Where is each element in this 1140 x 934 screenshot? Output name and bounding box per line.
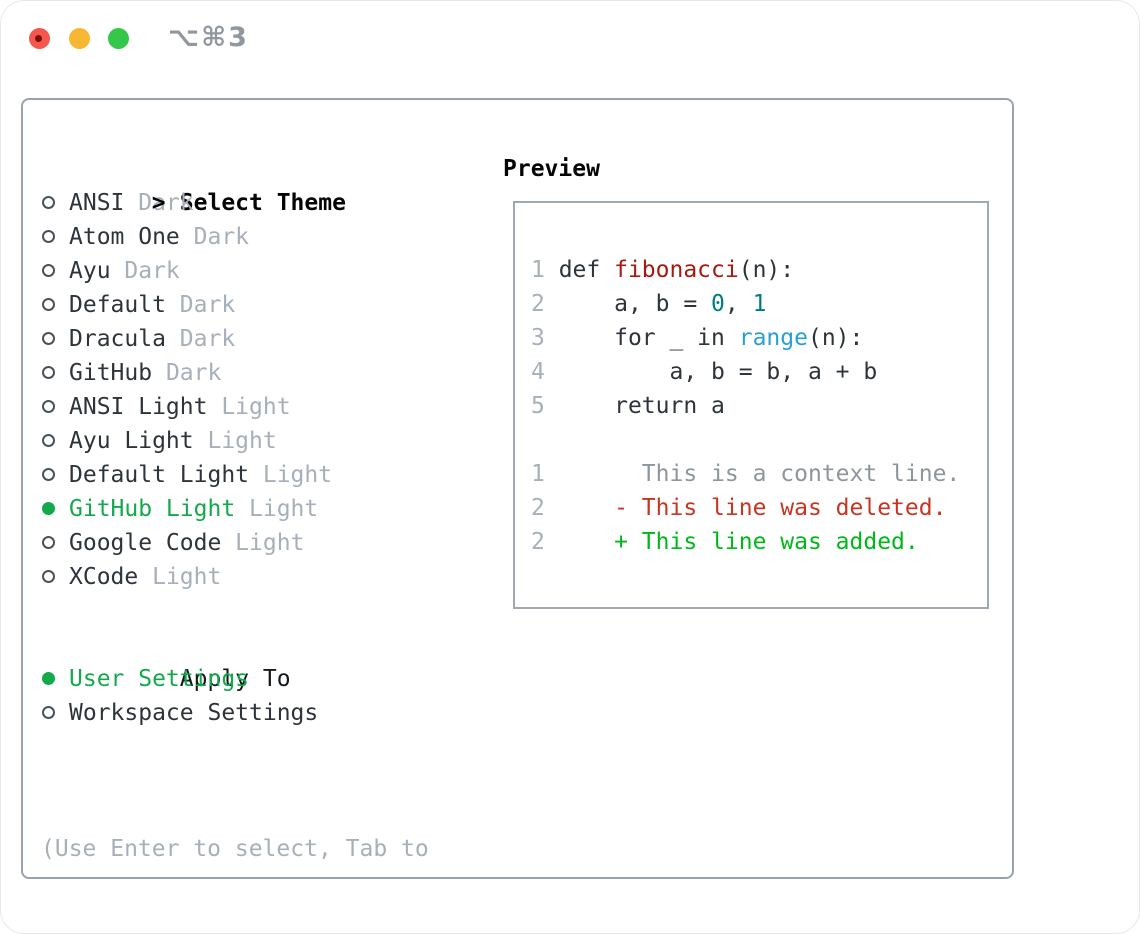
theme-option-label: Ayu: [69, 258, 111, 284]
theme-option-default[interactable]: Default Dark: [41, 288, 429, 322]
select-theme-title: Select Theme: [179, 190, 346, 216]
radio-icon: [41, 322, 69, 356]
theme-option-atom-one[interactable]: Atom One Dark: [41, 220, 429, 254]
theme-option-label: ANSI Light: [69, 394, 208, 420]
preview-line: 2 a, b = 0, 1: [531, 291, 767, 317]
window-title: ⌥⌘3: [168, 22, 249, 53]
preview-line: 5 return a: [531, 393, 725, 419]
theme-variant: Light: [221, 530, 305, 556]
selection-pointer-icon: >: [151, 190, 166, 216]
theme-option-ayu[interactable]: Ayu Dark: [41, 254, 429, 288]
select-theme-header: > Select Theme: [41, 152, 429, 216]
apply-option-label: Workspace Settings: [69, 700, 319, 726]
apply-option-workspace-settings[interactable]: Workspace Settings: [41, 696, 429, 730]
theme-option-default-light[interactable]: Default Light Light: [41, 458, 429, 492]
apply-to-title: Apply To: [179, 666, 291, 692]
radio-icon: [41, 560, 69, 594]
theme-variant: Dark: [110, 258, 180, 284]
theme-option-xcode[interactable]: XCode Light: [41, 560, 429, 594]
theme-option-ansi[interactable]: ANSI Dark: [41, 186, 429, 220]
theme-variant: Light: [193, 428, 277, 454]
theme-option-label: ANSI: [69, 190, 125, 216]
theme-option-label: Default Light: [69, 462, 250, 488]
theme-option-label: Dracula: [69, 326, 166, 352]
preview-line: 1 This is a context line.: [531, 461, 961, 487]
theme-variant: Light: [138, 564, 222, 590]
preview-line: 2 - This line was deleted.: [531, 495, 947, 521]
preview-line: 1 def fibonacci(n):: [531, 257, 795, 283]
radio-icon: [41, 254, 69, 288]
preview-code: 1 def fibonacci(n): 2 a, b = 0, 1 3 for _ …: [531, 253, 987, 559]
radio-icon: [41, 526, 69, 560]
hint-text: (Use Enter to select, Tab to change focu…: [41, 764, 429, 933]
theme-variant: Light: [235, 496, 319, 522]
theme-option-label: Atom One: [69, 224, 180, 250]
theme-option-label: GitHub: [69, 360, 153, 386]
theme-variant: Dark: [179, 224, 250, 250]
theme-variant: Light: [249, 462, 333, 488]
theme-variant: Dark: [165, 326, 236, 352]
minimize-button[interactable]: [69, 28, 90, 49]
theme-option-label: Default: [69, 292, 166, 318]
theme-variant: Dark: [165, 292, 236, 318]
theme-option-label: GitHub Light: [69, 496, 236, 522]
radio-icon: [41, 424, 69, 458]
radio-selected-icon: [41, 492, 69, 526]
theme-option-google-code[interactable]: Google Code Light: [41, 526, 429, 560]
theme-option-ayu-light[interactable]: Ayu Light Light: [41, 424, 429, 458]
preview-box: 1 def fibonacci(n): 2 a, b = 0, 1 3 for _ …: [513, 201, 989, 609]
preview-heading: Preview: [503, 156, 600, 182]
preview-line: 3 for _ in range(n):: [531, 325, 864, 351]
close-button[interactable]: [29, 28, 50, 49]
theme-option-github[interactable]: GitHub Dark: [41, 356, 429, 390]
radio-icon: [41, 458, 69, 492]
apply-option-label: User Settings: [69, 666, 250, 692]
preview-line: [531, 423, 987, 457]
apply-option-user-settings[interactable]: User Settings: [41, 662, 429, 696]
theme-option-dracula[interactable]: Dracula Dark: [41, 322, 429, 356]
theme-option-label: XCode: [69, 564, 139, 590]
preview-line: 2 + This line was added.: [531, 529, 919, 555]
radio-icon: [41, 696, 69, 730]
theme-variant: Dark: [152, 360, 222, 386]
preview-line: 4 a, b = b, a + b: [531, 359, 878, 385]
theme-variant: Dark: [124, 190, 194, 216]
theme-option-label: Google Code: [69, 530, 222, 556]
radio-icon: [41, 390, 69, 424]
radio-icon: [41, 288, 69, 322]
radio-icon: [41, 220, 69, 254]
radio-icon: [41, 186, 69, 220]
theme-option-label: Ayu Light: [69, 428, 194, 454]
theme-option-ansi-light[interactable]: ANSI Light Light: [41, 390, 429, 424]
radio-selected-icon: [41, 662, 69, 696]
theme-option-github-light[interactable]: GitHub Light Light: [41, 492, 429, 526]
hint-line-1: (Use Enter to select, Tab to: [41, 836, 429, 862]
zoom-button[interactable]: [108, 28, 129, 49]
theme-variant: Light: [207, 394, 291, 420]
radio-icon: [41, 356, 69, 390]
apply-to-header: Apply To: [41, 628, 429, 692]
indent-spacer: [152, 662, 180, 696]
